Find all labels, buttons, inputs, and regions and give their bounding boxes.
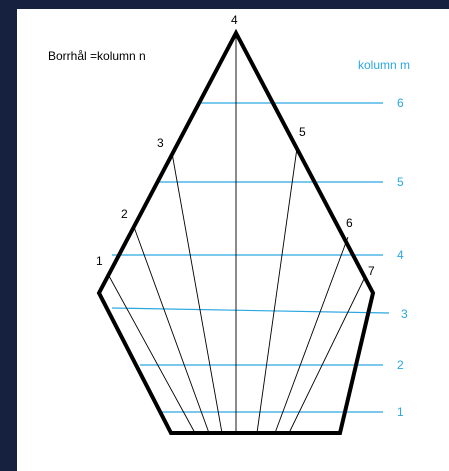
borehole-lines [108, 33, 366, 434]
borehole-line-2 [133, 226, 210, 434]
borehole-line-6 [274, 236, 349, 434]
borehole-number-5: 5 [299, 125, 306, 139]
column-m-number-3: 3 [401, 307, 408, 321]
borehole-diagram: Borrhål =kolumn n kolumn m 1 2 3 4 5 6 7… [48, 13, 410, 435]
borehole-line-1 [108, 275, 196, 434]
level-lines [111, 102, 390, 413]
borehole-number-7: 7 [368, 264, 375, 278]
borehole-number-1: 1 [96, 254, 103, 268]
column-m-number-1: 1 [397, 405, 404, 419]
section-outline [96, 28, 376, 435]
column-m-number-2: 2 [397, 358, 404, 372]
borehole-line-3 [171, 152, 223, 434]
level-line-3 [111, 307, 390, 314]
borehole-number-3: 3 [157, 136, 164, 150]
borehole-line-5 [256, 147, 298, 434]
borehole-number-2: 2 [121, 207, 128, 221]
column-m-number-5: 5 [397, 175, 404, 189]
borehole-line-7 [288, 276, 366, 434]
borehole-number-6: 6 [346, 216, 353, 230]
borehole-title: Borrhål =kolumn n [48, 49, 146, 63]
column-m-number-4: 4 [397, 248, 404, 262]
column-m-number-6: 6 [397, 96, 404, 110]
borehole-number-4: 4 [231, 13, 238, 27]
column-m-title: kolumn m [358, 58, 410, 72]
diagram-panel: Borrhål =kolumn n kolumn m 1 2 3 4 5 6 7… [17, 9, 449, 471]
